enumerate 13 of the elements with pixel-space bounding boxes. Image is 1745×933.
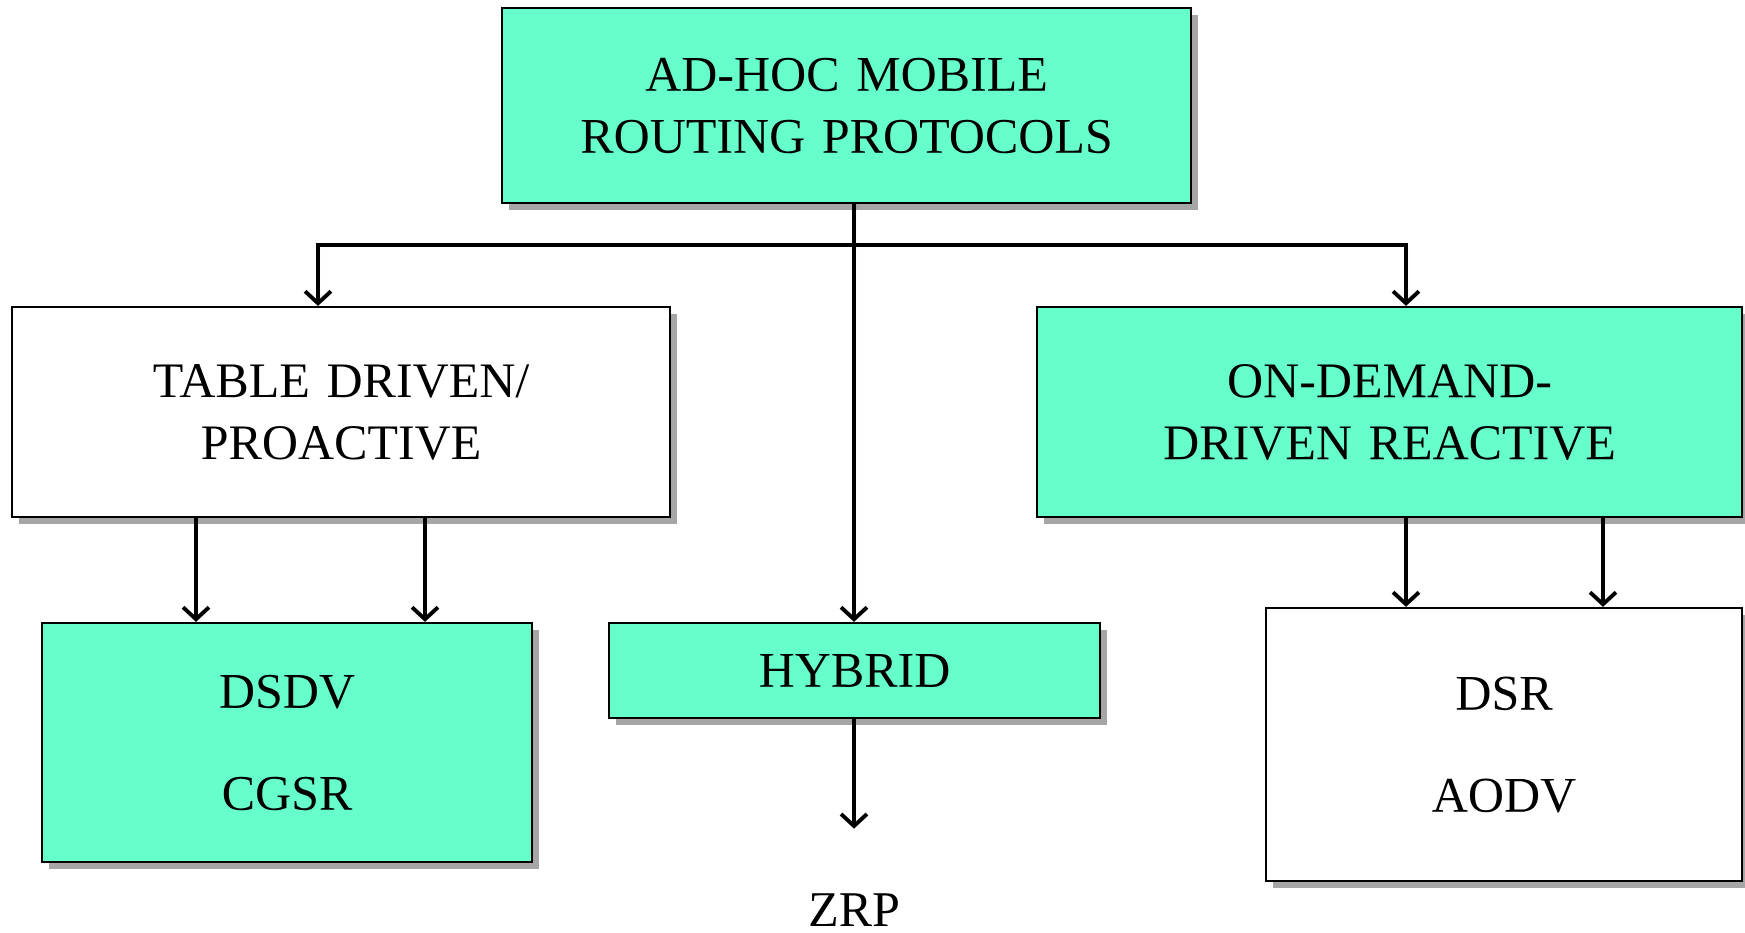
arrow (1391, 518, 1421, 607)
box: DSR AODV (1265, 607, 1745, 888)
arrow (181, 518, 211, 622)
box: HYBRID (608, 622, 1107, 725)
box: ON-DEMAND-DRIVEN REACTIVE (1036, 306, 1745, 524)
box: AD-HOC MOBILE ROUTING PROTOCOLS (501, 7, 1198, 210)
box: TABLE DRIVEN/ PROACTIVE (11, 306, 677, 524)
arrow (1588, 518, 1618, 607)
arrow (839, 719, 869, 829)
label: ZRP (810, 893, 898, 926)
arrow (410, 518, 440, 622)
arrow (852, 204, 1421, 306)
box: DSDV CGSR (41, 622, 539, 869)
